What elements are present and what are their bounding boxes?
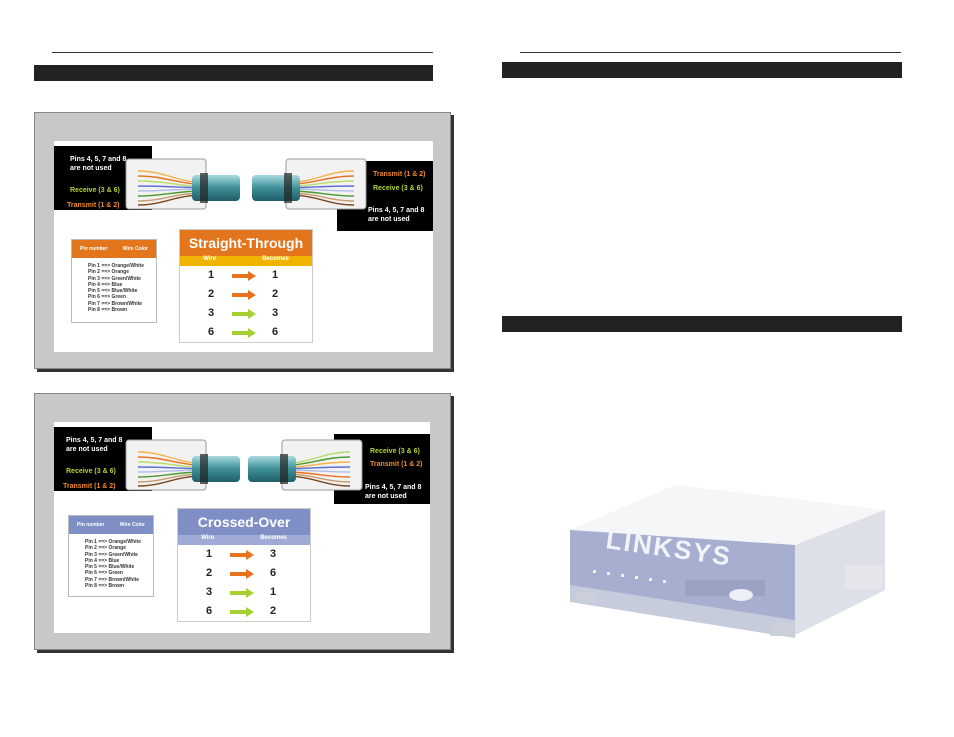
- crossed-over-cable-illustration: [125, 439, 363, 491]
- right-header-rule: [520, 52, 901, 53]
- legend-item: Pin 3 ==> Green/White: [88, 275, 141, 282]
- table-row: 2 6: [206, 567, 277, 579]
- straight-through-title: Straight-Through: [180, 230, 312, 256]
- table-row: 1 1: [208, 269, 279, 281]
- legend-item: Pin 7 ==> Brown/White: [85, 576, 140, 583]
- legend-item: Pin 5 ==> Blue/White: [88, 288, 138, 295]
- crossed-over-figure: Pins 4, 5, 7 and 8 are not used Receive …: [34, 393, 451, 650]
- straight-through-table: Straight-Through Wire Becomes 1 1 2 2 3 …: [179, 229, 313, 343]
- table-row: 2 2: [208, 288, 279, 300]
- straight-through-figure: Pins 4, 5, 7 and 8 are not used Receive …: [34, 112, 451, 369]
- green-arrow-icon: [230, 607, 254, 617]
- legend-item: Pin 4 ==> Blue: [88, 281, 123, 288]
- legend-item: Pin 6 ==> Green: [85, 570, 123, 577]
- legend-item: Pin 5 ==> Blue/White: [85, 564, 135, 571]
- legend-item: Pin 2 ==> Orange: [88, 269, 129, 276]
- right-section-bar: [502, 62, 902, 78]
- table-row: 3 3: [208, 307, 279, 319]
- left-section-bar: [34, 65, 433, 81]
- table-row: 3 1: [206, 586, 277, 598]
- straight-through-cable-illustration: [125, 158, 367, 210]
- table-row: 6 6: [208, 326, 279, 338]
- legend-item: Pin 7 ==> Brown/White: [88, 300, 143, 307]
- legend-item: Pin 4 ==> Blue: [85, 557, 120, 564]
- crossed-over-canvas: Pins 4, 5, 7 and 8 are not used Receive …: [54, 422, 430, 633]
- green-arrow-icon: [232, 328, 256, 338]
- straight-through-canvas: Pins 4, 5, 7 and 8 are not used Receive …: [54, 141, 433, 352]
- legend-item: Pin 8 ==> Brown: [85, 583, 125, 590]
- orange-arrow-icon: [232, 271, 256, 281]
- legend-item: Pin 3 ==> Green/White: [85, 551, 138, 558]
- orange-arrow-icon: [230, 550, 254, 560]
- legend-item: Pin 2 ==> Orange: [85, 545, 126, 552]
- table-row: 6 2: [206, 605, 277, 617]
- legend-item: Pin 6 ==> Green: [88, 294, 126, 301]
- legend-item: Pin 1 ==> Orange/White: [88, 263, 144, 269]
- crossed-over-table: Crossed-Over Wire Becomes 1 3 2 6 3 1: [177, 508, 311, 622]
- green-arrow-icon: [232, 309, 256, 319]
- straight-through-pin-legend: Pin number Wire Color Pin 1 ==> Orange/W…: [71, 239, 157, 323]
- orange-arrow-icon: [230, 569, 254, 579]
- legend-item: Pin 1 ==> Orange/White: [85, 539, 141, 545]
- table-row: 1 3: [206, 548, 277, 560]
- left-header-rule: [52, 52, 433, 53]
- crossed-over-title: Crossed-Over: [178, 509, 310, 535]
- crossed-over-pin-legend: Pin number Wire Color Pin 1 ==> Orange/W…: [68, 515, 154, 597]
- right-section-bar-2: [502, 316, 902, 332]
- orange-arrow-icon: [232, 290, 256, 300]
- green-arrow-icon: [230, 588, 254, 598]
- linksys-router-illustration: LINKSYS: [570, 485, 885, 638]
- legend-item: Pin 8 ==> Brown: [88, 307, 128, 314]
